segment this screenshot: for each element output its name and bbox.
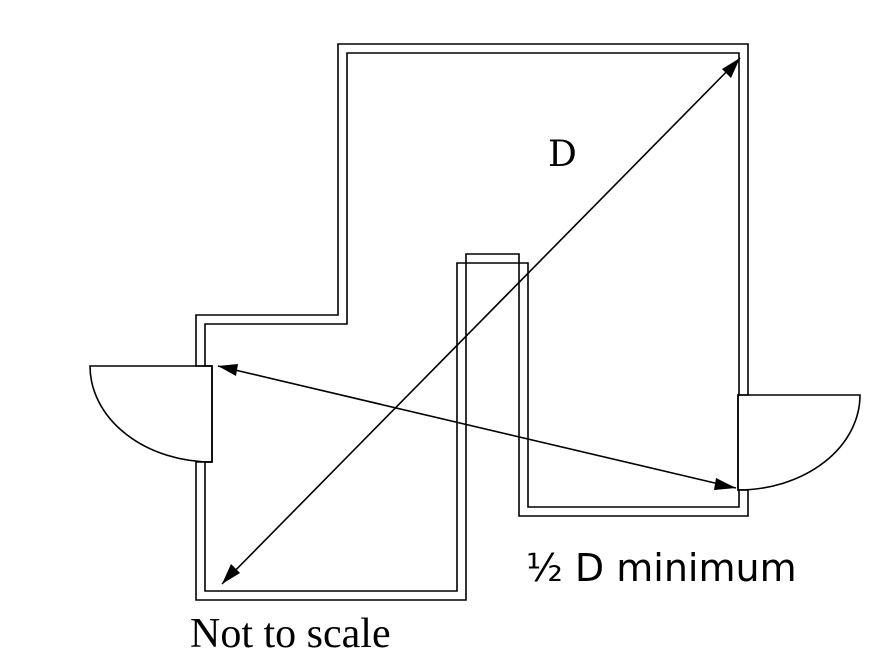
right-door-swing [737, 394, 861, 491]
diagonal-label: D [548, 134, 577, 175]
inner-wall [204, 52, 740, 592]
outer-wall [195, 43, 749, 601]
door-separation-line [217, 365, 737, 489]
left-door-swing [89, 365, 213, 463]
diagonal-d-line [221, 57, 741, 585]
separation-label: ½ D minimum [526, 546, 797, 590]
scale-note: Not to scale [190, 611, 391, 657]
diagonal-d-arrowhead-top [722, 58, 740, 78]
diagonal-d-arrowhead-bottom [222, 564, 240, 584]
door-separation-arrowhead-left [218, 364, 238, 376]
door-separation-arrowhead-right [714, 478, 736, 490]
